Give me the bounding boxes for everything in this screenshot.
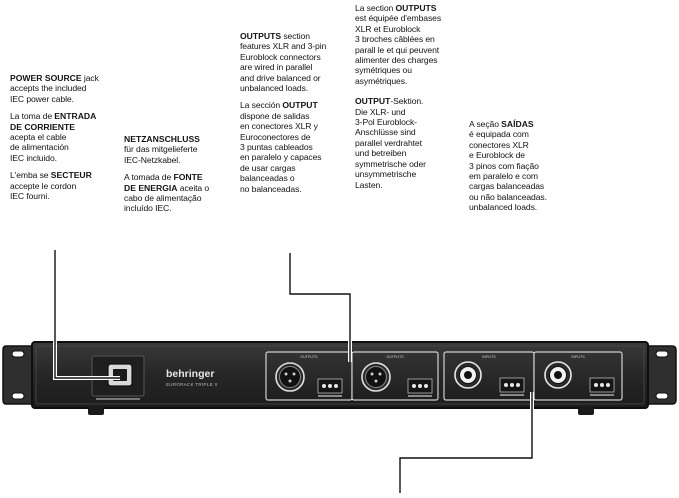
note-power-es: La toma de ENTRADA DE CORRIENTE acepta e… [10,111,97,163]
module-label-d: INPUTS [571,355,585,359]
note-outputs-b: La section OUTPUTS est équipée d'embases… [355,3,470,190]
leader-outputs [289,253,351,362]
leader-lines [53,250,534,493]
note-outputs-de: OUTPUT-Sektion. Die XLR- und 3-Pol Eurob… [355,96,426,190]
rack-slot-top-right [655,350,669,358]
brand-logo: behringer [166,368,214,380]
leader-power [54,250,120,379]
input-module-d: INPUTS [533,351,623,401]
rack-slot-top-left [11,350,25,358]
module-label-b: OUTPUTS [386,355,404,359]
module-label-c: INPUTS [482,355,496,359]
note-power-source: POWER SOURCE jack accepts the included I… [10,73,130,201]
note-netzanschluss: NETZANSCHLUSS für das mitgelieferte IEC-… [124,134,234,214]
model-name: EURORACK TRIPLE X [166,382,218,387]
note-netz-de: NETZANSCHLUSS für das mitgelieferte IEC-… [124,134,200,165]
rack-slot-bottom-left [11,392,25,400]
rack-slot-bottom-right [655,392,669,400]
rack-ear-left [2,345,35,405]
input-module-c: INPUTS [443,351,535,401]
note-netz-pt: A tomada de FONTE DE ENERGIA aceita o ca… [124,172,210,214]
note-outputs-es: La sección OUTPUT dispone de salidas en … [240,100,322,194]
foot-right [578,407,594,415]
note-saidas: A seção SAÍDAS é equipada com conectores… [469,119,584,213]
note-power-en: POWER SOURCE jack accepts the included I… [10,73,99,104]
note-outputs-en: OUTPUTS section features XLR and 3-pin E… [240,31,327,94]
output-module-b: OUTPUTS [351,351,439,401]
foot-left [88,407,104,415]
output-module-a: OUTPUTS [265,351,353,401]
rack-ear-right [645,345,677,405]
note-power-fr: L'emba se SECTEUR accepte le cordon IEC … [10,170,92,202]
note-outputs-fr: La section OUTPUTS est équipée d'embases… [355,3,442,86]
note-outputs-a: OUTPUTS section features XLR and 3-pin E… [240,31,350,194]
leader-inputs [399,392,533,493]
note-saidas-pt: A seção SAÍDAS é equipada com conectores… [469,119,547,213]
module-label-a: OUTPUTS [300,355,318,359]
